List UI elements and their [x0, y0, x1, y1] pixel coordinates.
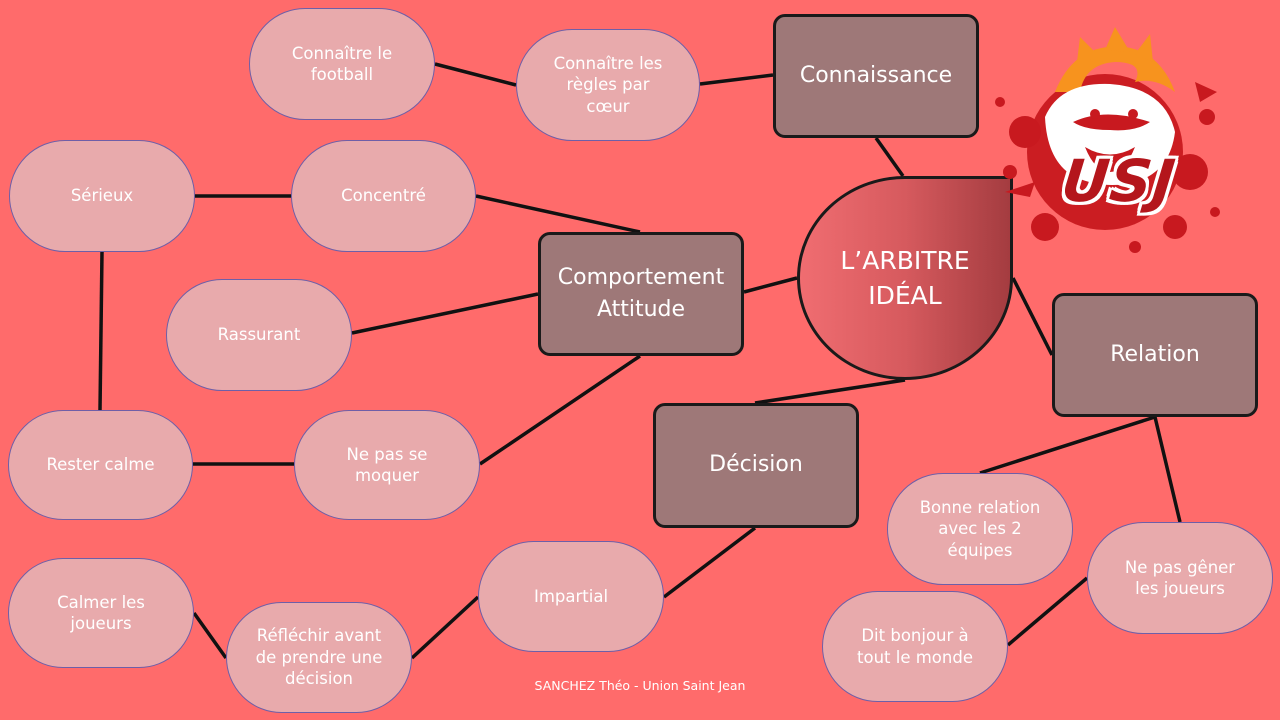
leaf-concentre: Concentré [291, 140, 476, 252]
leaf-rassurant: Rassurant [166, 279, 352, 391]
leaf-label: Rester calme [46, 455, 155, 475]
leaf-label: Sérieux [70, 186, 134, 206]
leaf-calmer-joueurs: Calmer les joueurs [8, 558, 194, 668]
connector-line [743, 276, 798, 294]
category-comportement: Comportement Attitude [538, 232, 744, 356]
category-label: Décision [709, 452, 803, 478]
connector-line [98, 251, 104, 411]
connector-line [754, 378, 906, 405]
connector-line [699, 73, 774, 86]
leaf-label: Ne pas gêner les joueurs [1124, 557, 1236, 598]
footer-credit: SANCHEZ Théo - Union Saint Jean [534, 678, 746, 693]
connector-line [662, 526, 757, 599]
connector-line [410, 595, 480, 660]
leaf-label: Connaître les règles par cœur [553, 53, 663, 116]
connector-line [192, 611, 228, 660]
leaf-dit-bonjour: Dit bonjour à tout le monde [822, 591, 1008, 702]
connector-line [1153, 416, 1182, 523]
category-connaissance: Connaissance [773, 14, 979, 138]
leaf-reflechir: Réfléchir avant de prendre une décision [226, 602, 412, 713]
connector-line [475, 194, 641, 234]
leaf-ne-pas-gener: Ne pas gêner les joueurs [1087, 522, 1273, 634]
connector-line [351, 292, 539, 335]
connector-line [1006, 576, 1089, 647]
leaf-rester-calme: Rester calme [8, 410, 193, 520]
connector-line [874, 136, 905, 178]
leaf-label: Calmer les joueurs [57, 592, 145, 633]
connector-line [434, 62, 517, 87]
leaf-label: Réfléchir avant de prendre une décision [255, 626, 383, 689]
connector-line [1011, 277, 1054, 356]
leaf-label: Bonne relation avec les 2 équipes [919, 497, 1041, 560]
category-label: Comportement Attitude [557, 265, 725, 322]
category-relation: Relation [1052, 293, 1258, 417]
connector-line [979, 415, 1156, 475]
tiger-head-icon [995, 27, 1220, 253]
connector-line [479, 354, 641, 466]
leaf-label: Connaître le football [291, 43, 393, 84]
leaf-label: Rassurant [217, 325, 301, 345]
leaf-label: Concentré [341, 186, 426, 206]
logo-text: USJ [1058, 147, 1180, 215]
leaf-serieux: Sérieux [9, 140, 195, 252]
leaf-ne-pas-se-moquer: Ne pas se moquer [294, 410, 480, 520]
leaf-impartial: Impartial [478, 541, 664, 652]
center-label: L’ARBITRE IDÉAL [840, 246, 970, 310]
category-label: Connaissance [799, 62, 953, 88]
category-decision: Décision [653, 403, 859, 528]
leaf-connaitre-football: Connaître le football [249, 8, 435, 120]
category-label: Relation [1110, 341, 1200, 367]
leaf-bonne-relation: Bonne relation avec les 2 équipes [887, 473, 1073, 585]
leaf-connaitre-regles: Connaître les règles par cœur [516, 29, 700, 141]
leaf-label: Impartial [533, 586, 609, 606]
leaf-label: Dit bonjour à tout le monde [857, 626, 973, 667]
leaf-label: Ne pas se moquer [346, 444, 428, 485]
center-node: L’ARBITRE IDÉAL [797, 176, 1013, 380]
